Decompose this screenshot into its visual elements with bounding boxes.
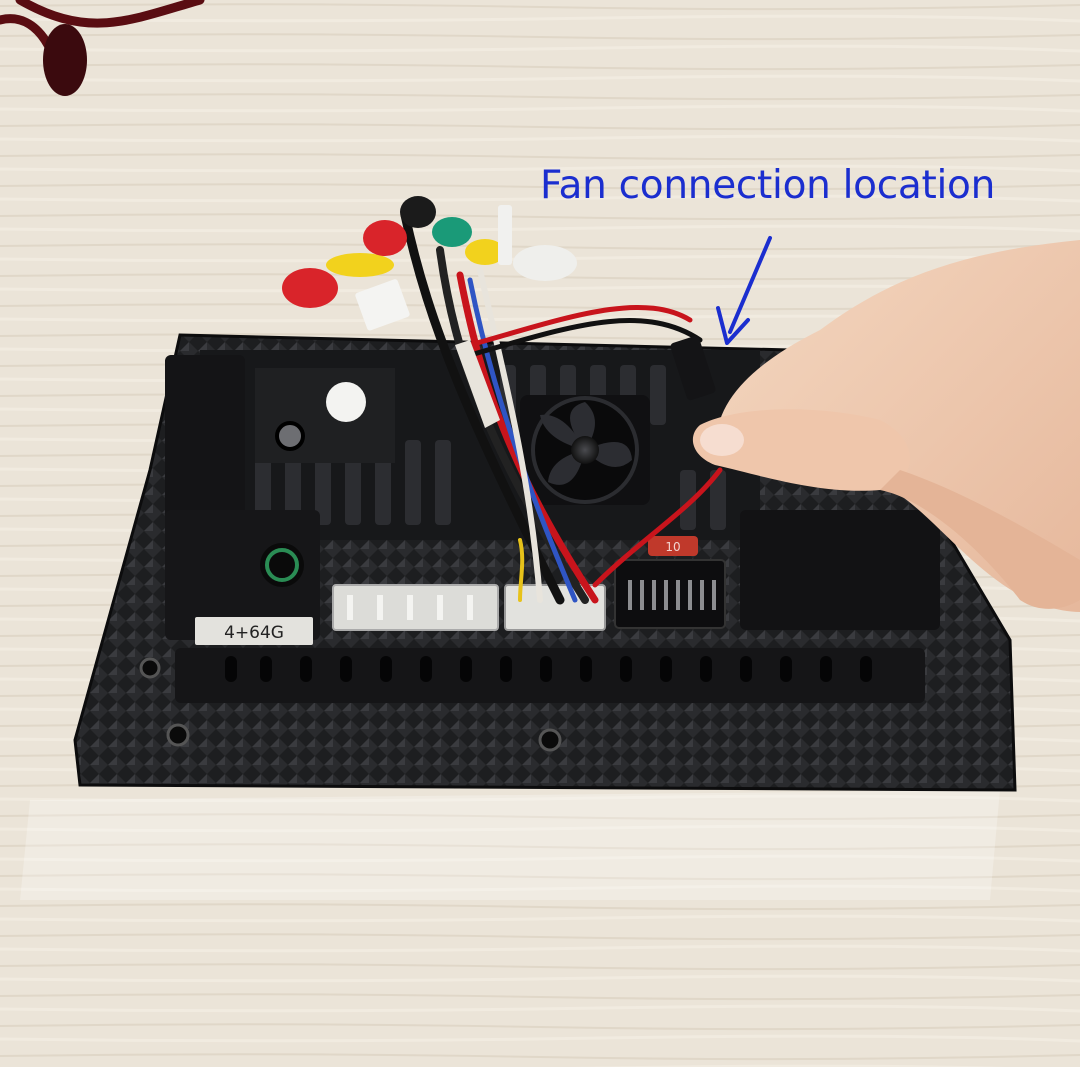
plastic-film [20, 790, 1000, 900]
rca-plug-black [400, 196, 436, 228]
rca-plug-white [513, 245, 577, 281]
hand [692, 240, 1080, 612]
gps-antenna-port [275, 421, 305, 451]
white-sticker [326, 382, 366, 422]
white-connector-large [332, 584, 499, 631]
fuse: 10 [648, 536, 698, 556]
annotation-caption: Fan connection location [540, 163, 995, 208]
fan-connector [670, 335, 716, 401]
rca-plug-green [432, 217, 472, 247]
thumb [880, 470, 1080, 609]
top-left-block [255, 368, 395, 463]
rca-plug-red-2 [363, 220, 407, 256]
lower-vent-slots [225, 656, 872, 682]
white-connector-ribs [347, 595, 473, 620]
fingernail [700, 424, 744, 456]
annotation-arrow [716, 236, 772, 345]
screw-bottom-left [166, 723, 190, 747]
storage-label: 4+64G [224, 623, 284, 643]
cable-bundle-sleeve [455, 340, 500, 428]
green-port-ring [265, 548, 299, 582]
storage-sticker: 4+64G [195, 617, 313, 645]
cable-coil [43, 24, 87, 96]
header-pins [628, 580, 716, 610]
wiring-harness [400, 210, 723, 605]
rca-plug-red-1 [282, 268, 338, 308]
rca-plug-yellow-2 [465, 239, 505, 265]
rca-plug-yellow [326, 253, 394, 277]
lower-left-block [165, 510, 320, 640]
cable-tag-clear [498, 205, 512, 265]
cable-tag-white [355, 279, 410, 331]
black-pin-header [614, 559, 726, 629]
cooling-fan [520, 395, 650, 505]
index-finger [692, 409, 910, 491]
fuse-label: 10 [665, 540, 680, 554]
screw-left [139, 657, 161, 679]
right-block [740, 510, 940, 630]
screw-center [538, 728, 562, 752]
rca-plugs [282, 196, 577, 331]
